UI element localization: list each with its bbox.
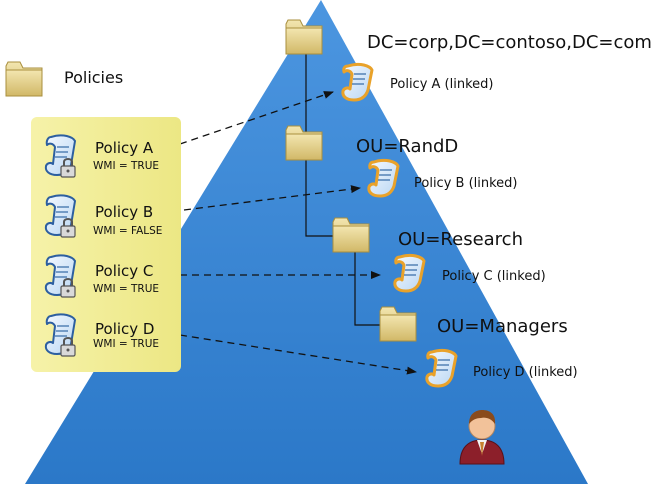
- linked-policy-b-label: Policy B (linked): [414, 176, 518, 191]
- user-icon: [459, 410, 505, 465]
- locked-scroll-icon: [44, 194, 76, 238]
- legend-label: Policies: [64, 68, 124, 87]
- link-arrows: [179, 91, 417, 375]
- policy-d-name: Policy D: [95, 320, 155, 338]
- policy-a-wmi: WMI = TRUE: [93, 160, 160, 172]
- link-arrow-b: [183, 185, 361, 211]
- domain-node-label: DC=corp,DC=contoso,DC=com: [367, 32, 652, 53]
- link-arrow-d: [179, 334, 417, 375]
- folder-icon: [5, 61, 43, 97]
- policy-c-name: Policy C: [95, 262, 154, 280]
- ou-managers-label: OU=Managers: [437, 316, 568, 337]
- ou-randd-label: OU=RandD: [356, 136, 459, 157]
- tree-connectors: [305, 48, 380, 326]
- policy-c-wmi: WMI = TRUE: [93, 283, 160, 295]
- policy-d-wmi: WMI = TRUE: [93, 338, 160, 350]
- linked-policy-c-label: Policy C (linked): [442, 269, 546, 284]
- linked-policy-d-label: Policy D (linked): [473, 365, 578, 380]
- policy-b-name: Policy B: [95, 203, 154, 221]
- ou-research-label: OU=Research: [398, 229, 523, 250]
- locked-scroll-icon: [44, 313, 76, 357]
- link-arrow-a: [179, 91, 334, 145]
- policy-b-wmi: WMI = FALSE: [93, 225, 163, 237]
- policy-a-name: Policy A: [95, 139, 154, 157]
- policies-panel: Policy A WMI = TRUE Policy B WMI = FALSE…: [31, 117, 181, 372]
- locked-scroll-icon: [44, 134, 76, 178]
- locked-scroll-icon: [44, 254, 76, 298]
- linked-policy-a-label: Policy A (linked): [390, 77, 494, 92]
